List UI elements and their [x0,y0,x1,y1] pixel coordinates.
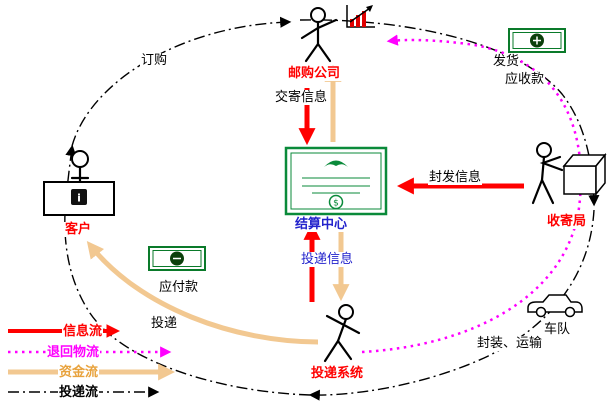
receivable-label: 应收款 [504,72,546,87]
legend-label-return-logistics-flow: 退回物流 [46,345,101,360]
payable-label: 应付款 [158,280,200,295]
plus-icon [533,36,541,45]
person-arms [300,18,338,40]
return-flow-curve [361,34,583,354]
delivery-flow-bottom-left [64,144,311,396]
delivery-info-label: 投递信息 [300,252,355,267]
ship-goods-label: 发货 [492,54,521,69]
box-side [595,152,606,197]
mail-order-company-label: 邮购公司 [287,66,342,81]
growth-chart-icon [346,5,375,28]
person-head [536,142,552,158]
delivery-system-person-icon [323,304,361,363]
chart-bar [362,11,366,27]
mail-order-company-person-icon [300,7,338,63]
certificate-emblem [324,160,348,167]
dispatch-info-label: 封发信息 [428,170,483,185]
box-front [563,165,597,195]
certificate-text-lines [302,177,370,194]
delivery-system-label: 投递系统 [310,366,365,381]
capital-flow-delivery-to-customer [86,241,319,345]
person-head [310,7,326,23]
person-head [338,304,354,320]
chart-bar [350,19,354,27]
money-payable-icon [148,246,206,271]
car-wheel [564,306,576,318]
delivery-flow-bottom-right [308,209,595,401]
legend-label-information-flow: 信息流 [62,324,104,339]
packing-transport-label: 封装、运输 [476,336,544,351]
parcel-box-icon [562,152,607,197]
chart-bar [356,15,360,27]
legend-label-delivery-flow: 投递流 [58,385,100,400]
person-arms [325,314,361,335]
person-head [71,150,89,168]
customer-label: 客户 [64,222,93,237]
settlement-certificate-icon: $ [284,146,388,216]
delivery-label: 投递 [150,316,179,331]
receiving-bureau-label: 收寄局 [546,214,588,229]
banknote-inner-border [152,250,202,267]
fleet-label: 车队 [543,322,572,337]
delivery-flow-top-left [71,16,292,147]
legend-lines [8,324,176,398]
person-body [540,155,546,182]
info-badge-icon [71,189,87,205]
person-body [70,165,90,184]
car-icon [527,294,583,318]
settlement-center-label: 结算中心 [294,217,349,232]
person-arms [539,155,564,172]
person-legs [323,339,353,363]
banknote-inner-border [512,32,562,49]
certificate-seal [328,194,344,210]
order-label: 订购 [140,53,169,68]
info-badge-glyph: i [77,192,81,205]
money-receivable-icon [508,28,566,53]
person-legs [531,177,555,205]
car-wheel [535,306,547,318]
person-legs [304,42,332,63]
chart-trend-arrowhead [366,5,373,12]
receiving-bureau-person-icon [531,142,564,205]
certificate-seal-glyph: $ [333,199,339,209]
posting-info-label: 交寄信息 [274,90,329,105]
person-body [336,317,348,343]
customer-icon: i [43,150,115,216]
legend-label-capital-flow: 资金流 [58,365,100,380]
